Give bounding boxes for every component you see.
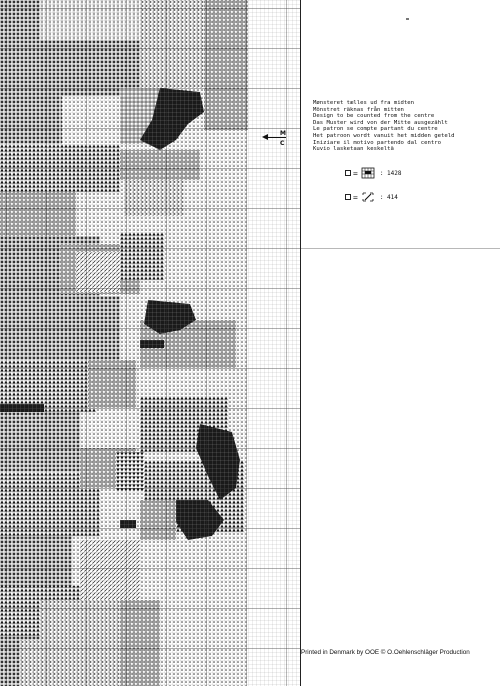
instruction-line: Mønsteret tælles ud fra midten bbox=[313, 100, 415, 106]
centre-arrow-shaft bbox=[266, 137, 286, 138]
half-stitch-cross-icon bbox=[362, 192, 374, 202]
instruction-line: Iniziare il motivo partendo dal centro bbox=[313, 139, 441, 146]
instruction-line: Das Muster wird von der Mitte ausgezählt bbox=[313, 119, 448, 126]
chart-info-panel: Mønsteret tælles ud fra midten Mönstret … bbox=[301, 0, 500, 686]
legend-swatch bbox=[345, 194, 351, 200]
chart-grid bbox=[0, 0, 300, 686]
print-mark bbox=[406, 18, 409, 20]
panel-divider bbox=[301, 248, 500, 249]
legend-count: : 1428 bbox=[379, 169, 402, 177]
counting-instructions: Mønsteret tælles ud fra midten Mönstret … bbox=[313, 100, 498, 153]
instruction-line: Design to be counted from the centre bbox=[313, 113, 435, 120]
instruction-line: Het patroon wordt vanuit het midden gete… bbox=[313, 132, 455, 139]
printer-credit: Printed in Denmark by OOE © O.Oehlenschl… bbox=[301, 649, 470, 656]
cross-stitch-chart: M C bbox=[0, 0, 301, 686]
centre-arrow-icon bbox=[262, 134, 268, 140]
instruction-line: Kuvio lasketaan keskeltä bbox=[313, 146, 394, 153]
legend-equals: = bbox=[353, 192, 358, 202]
instruction-line: Le patron se compte partant du centre bbox=[313, 126, 438, 133]
legend-row-full-stitch: = : 1428 bbox=[345, 166, 402, 180]
legend-count: : 414 bbox=[379, 193, 398, 201]
legend-equals: = bbox=[353, 168, 358, 178]
legend-row-half-stitch: = : 414 bbox=[345, 190, 398, 204]
full-stitch-grid-icon bbox=[361, 167, 375, 179]
legend-swatch bbox=[345, 170, 351, 176]
instruction-line: Mönstret räknas från mitten bbox=[313, 106, 404, 113]
centre-marker-letter-bottom: C bbox=[280, 140, 285, 147]
centre-marker-letter-top: M bbox=[280, 130, 286, 137]
